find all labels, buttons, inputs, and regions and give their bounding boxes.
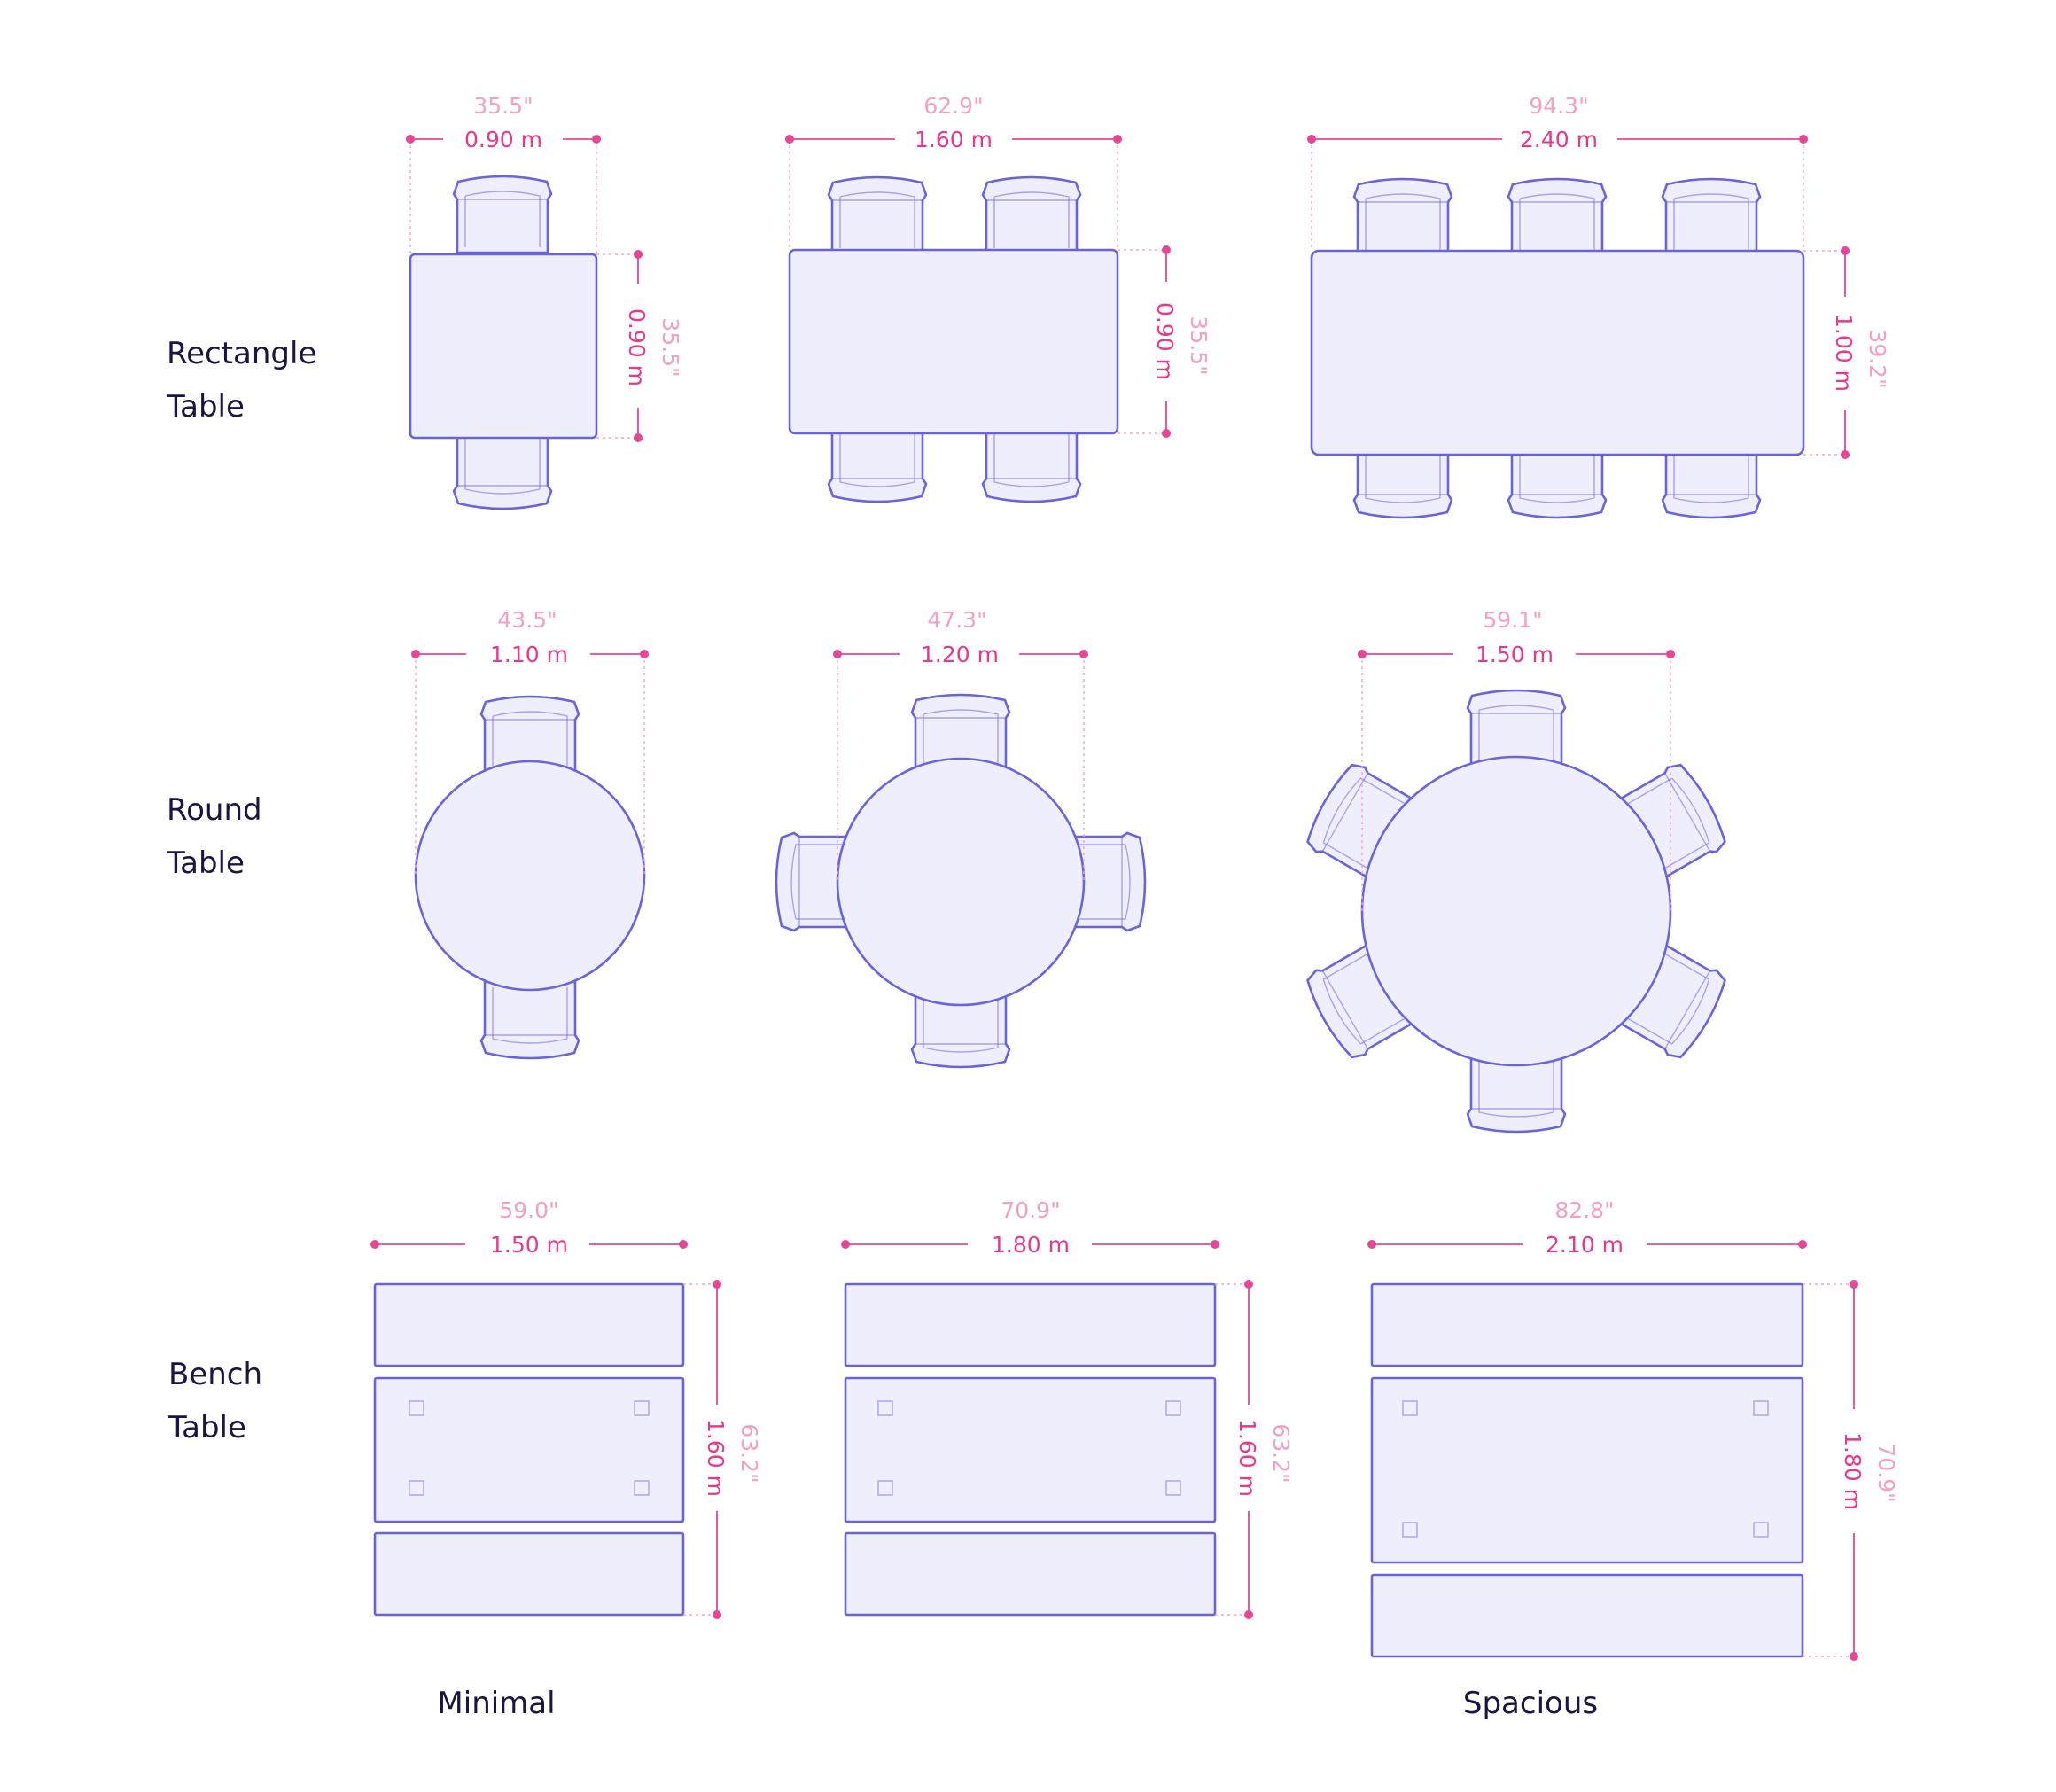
table-top: [1370, 1376, 1804, 1564]
dimension-width-in: 94.3": [1529, 93, 1588, 119]
bench-table-medium: 1.80 m 70.9" 1.60 m 63.2": [841, 1197, 1294, 1619]
rectangle-table-medium: 1.60 m 62.9" 0.90 m 35.5": [785, 93, 1211, 503]
dimension-depth-in: 35.5": [1186, 316, 1211, 375]
dimension-width-m: 1.60 m: [915, 127, 993, 152]
dimension-diameter-m: 1.50 m: [1476, 642, 1554, 667]
rectangle-table-large: 2.40 m 94.3" 1.00 m 39.2": [1307, 93, 1890, 519]
row-label-rectangle-line2: Table: [166, 389, 245, 425]
table-top: [788, 248, 1119, 435]
table-top: [414, 760, 646, 992]
dimension-width-m: 1.50 m: [490, 1232, 568, 1258]
chair-icon: [1466, 1054, 1567, 1134]
chair-icon: [1466, 689, 1567, 768]
round-table-large: 1.50 m 59.1": [1299, 607, 1733, 1134]
row-label-round: Round Table: [166, 792, 262, 881]
dimension-width-m: 1.80 m: [992, 1232, 1070, 1258]
row-label-bench-line1: Bench: [168, 1357, 262, 1392]
row-label-rectangle: Rectangle Table: [166, 336, 316, 425]
bench-seat: [373, 1282, 685, 1367]
dimension-depth-in: 70.9": [1873, 1443, 1899, 1502]
chair-icon: [1661, 177, 1762, 257]
dimension-diameter-m: 1.20 m: [921, 642, 999, 667]
row-label-round-line1: Round: [167, 792, 262, 828]
dimension-depth-in: 35.5": [658, 317, 683, 377]
row-label-bench-line2: Table: [167, 1410, 246, 1445]
chair-icon: [981, 175, 1082, 255]
chair-icon: [981, 424, 1082, 503]
table-top: [1360, 755, 1672, 1067]
dimension-depth-m: 0.90 m: [1152, 302, 1178, 380]
dimension-depth-in: 63.2": [1268, 1423, 1294, 1483]
table-top: [409, 253, 598, 440]
dimension-width-in: 35.5": [473, 93, 533, 119]
table-top: [1310, 249, 1805, 456]
dimension-diameter-m: 1.10 m: [490, 642, 568, 667]
table-top: [844, 1376, 1217, 1523]
bench-seat: [1370, 1573, 1804, 1658]
dimension-depth-in: 39.2": [1865, 329, 1890, 388]
bench-seat: [373, 1531, 685, 1617]
bench-seat: [844, 1531, 1217, 1617]
dimension-depth-m: 1.60 m: [1234, 1419, 1260, 1497]
round-table-small: 1.10 m 43.5": [411, 607, 649, 1060]
column-label-spacious: Spacious: [1463, 1686, 1598, 1721]
dimension-width-m: 0.90 m: [464, 127, 542, 152]
dimension-width-in: 82.8": [1554, 1197, 1614, 1223]
row-label-round-line2: Table: [166, 845, 245, 881]
chair-icon: [827, 175, 928, 255]
dimension-depth-m: 0.90 m: [624, 308, 650, 386]
chair-icon: [827, 424, 928, 503]
round-table-medium: 1.20 m 47.3": [775, 607, 1147, 1069]
bench-seat: [844, 1282, 1217, 1367]
dimension-depth-m: 1.80 m: [1840, 1432, 1865, 1510]
bench-table-large: 2.10 m 82.8" 1.80 m 70.9": [1367, 1197, 1899, 1661]
chair-icon: [452, 175, 553, 254]
dimension-depth-m: 1.00 m: [1831, 314, 1857, 392]
table-top: [836, 757, 1086, 1007]
chair-icon: [1352, 177, 1453, 257]
rectangle-table-small: 0.90 m 35.5" 0.90 m 35.5": [406, 93, 683, 510]
dimension-depth-m: 1.60 m: [703, 1419, 728, 1497]
bench-seat: [1370, 1282, 1804, 1367]
dimension-diameter-in: 59.1": [1483, 607, 1542, 633]
dimension-width-in: 62.9": [923, 93, 983, 119]
dimension-width-in: 59.0": [499, 1197, 558, 1223]
dimension-width-in: 70.9": [1001, 1197, 1060, 1223]
row-label-rectangle-line1: Rectangle: [167, 336, 316, 371]
column-label-minimal: Minimal: [437, 1686, 555, 1721]
row-label-bench: Bench Table: [167, 1357, 262, 1445]
dimension-depth-in: 63.2": [736, 1423, 762, 1483]
table-top: [373, 1376, 685, 1523]
dimension-diameter-in: 47.3": [927, 607, 986, 633]
chair-icon: [452, 431, 553, 510]
dimension-diameter-in: 43.5": [497, 607, 557, 633]
bench-table-small: 1.50 m 59.0" 1.60 m 63.2": [370, 1197, 762, 1619]
chair-icon: [479, 980, 580, 1060]
dimension-width-m: 2.40 m: [1520, 127, 1598, 152]
chair-icon: [1507, 177, 1608, 257]
dimension-width-m: 2.10 m: [1546, 1232, 1624, 1258]
